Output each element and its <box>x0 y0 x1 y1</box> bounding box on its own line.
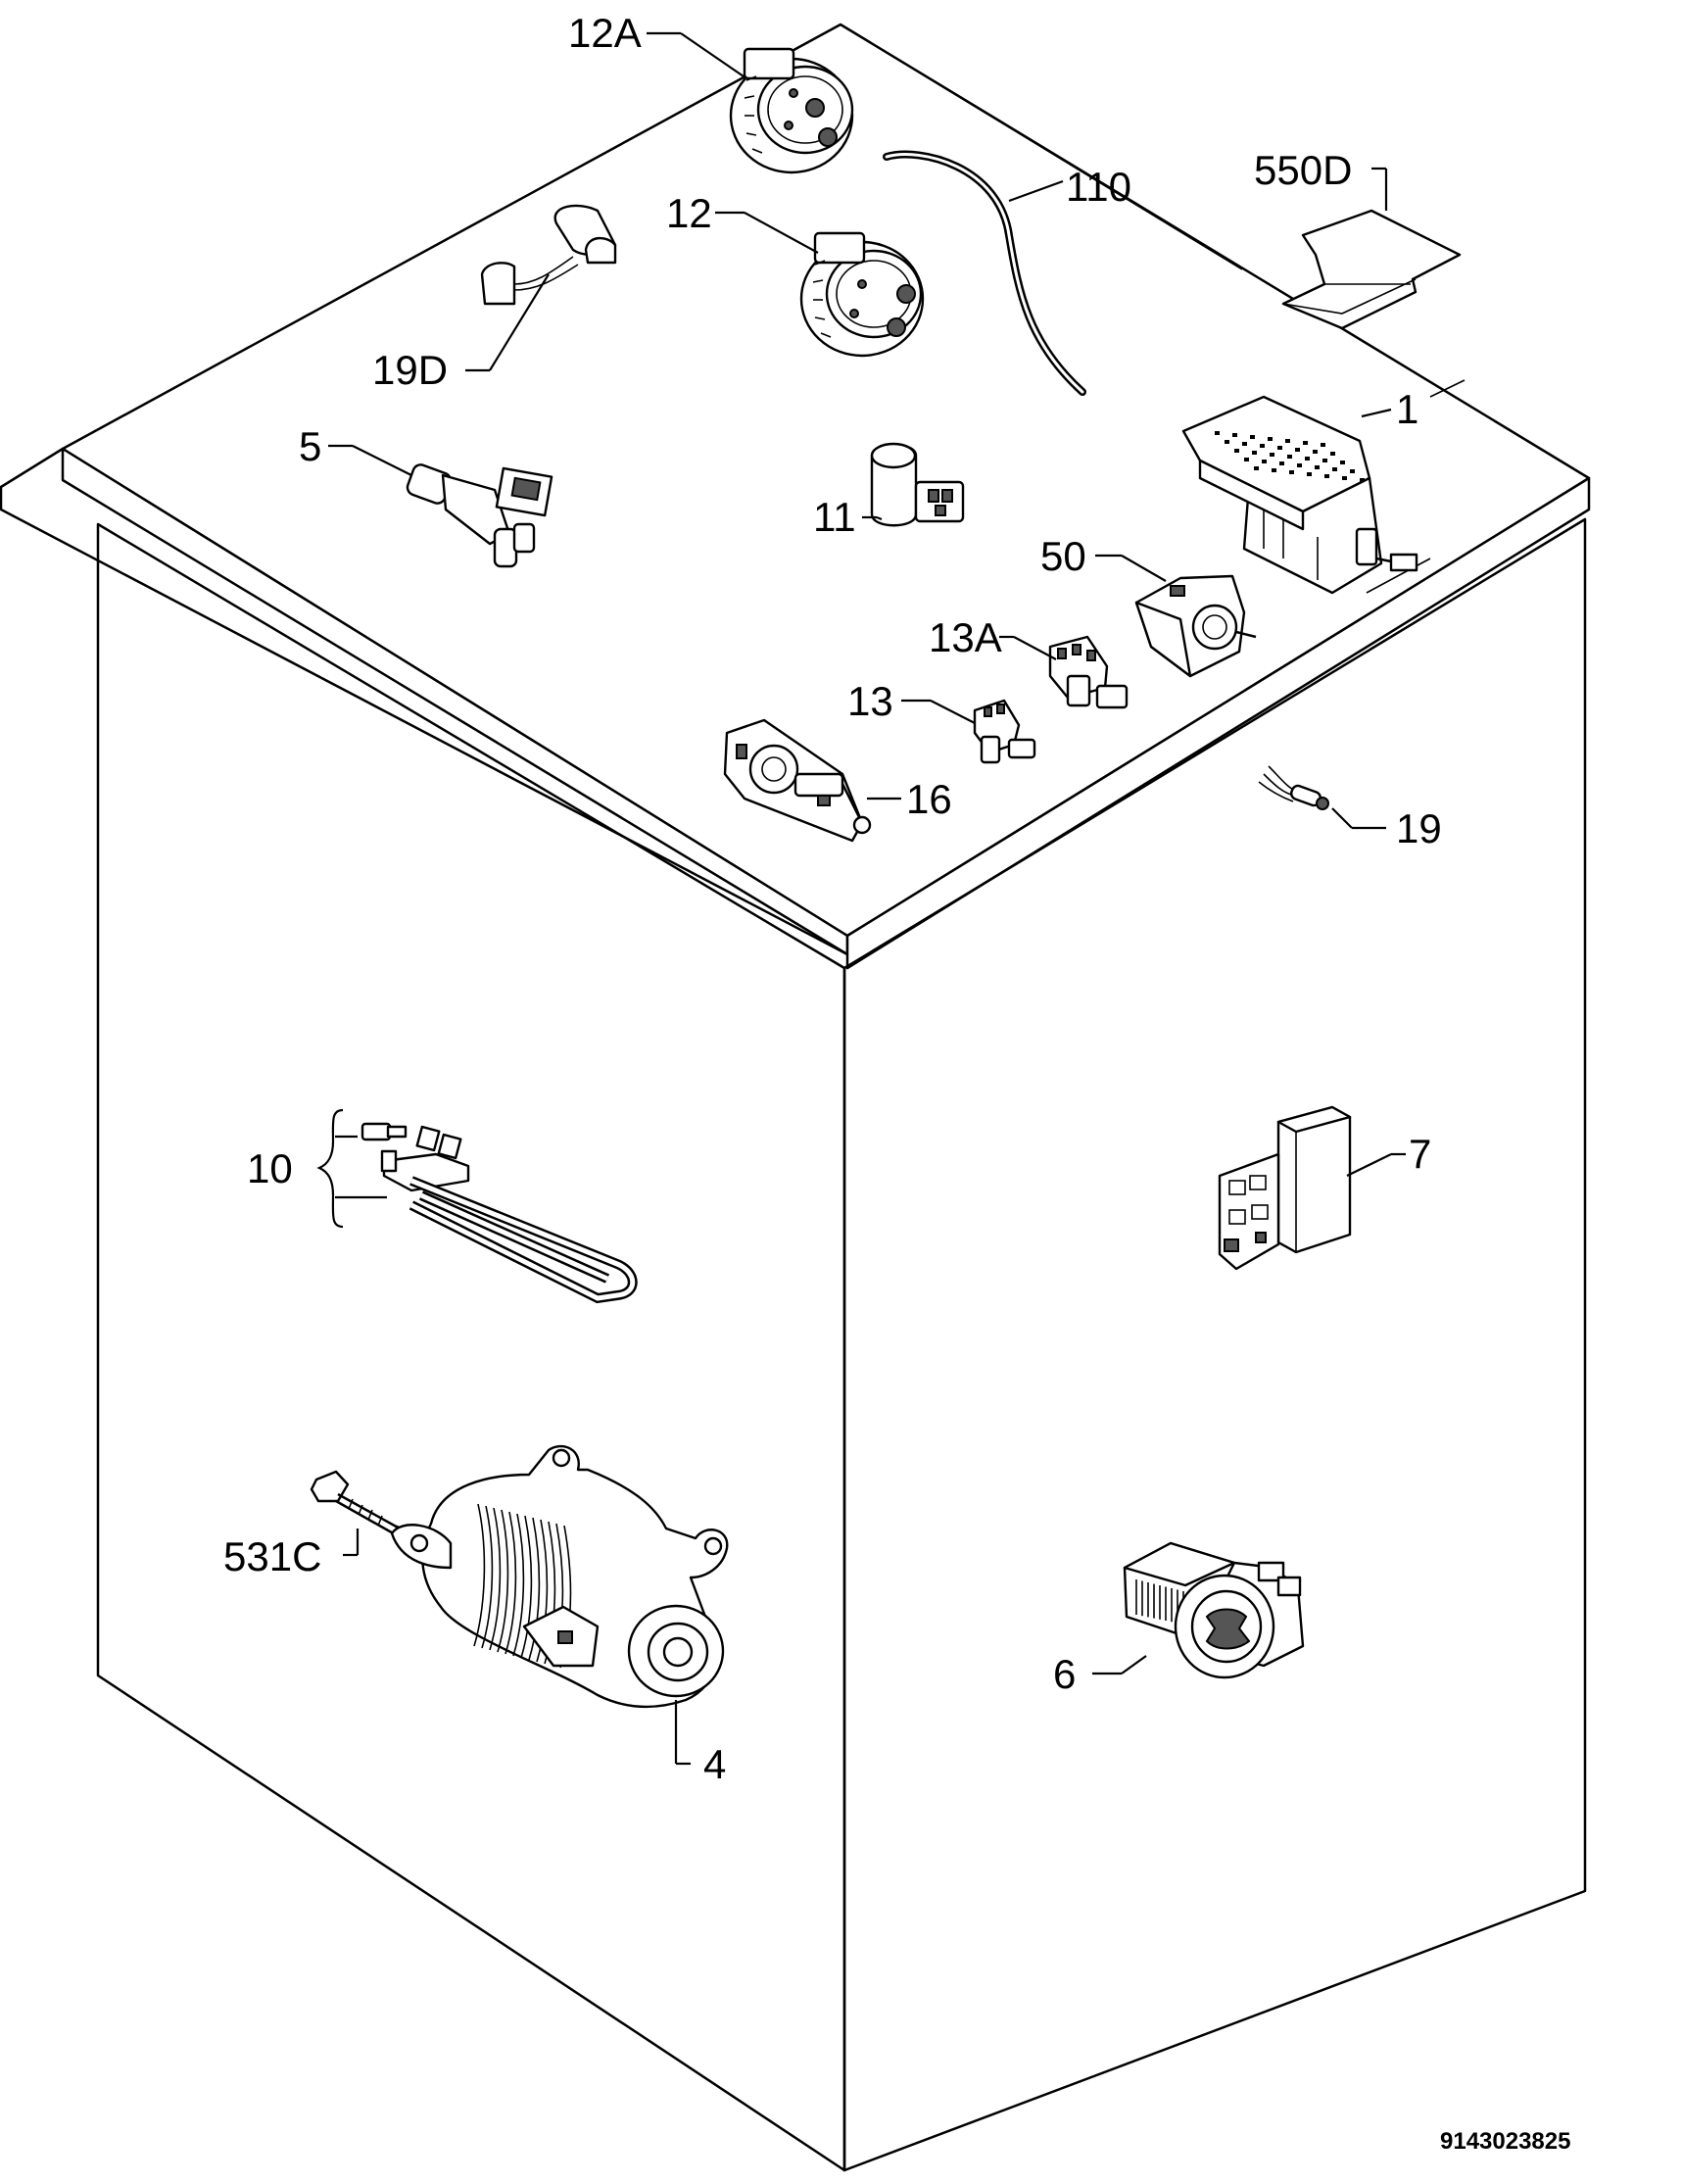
part-5-inlet-valve <box>406 463 553 568</box>
callout-13: 13 <box>847 678 893 724</box>
callout-labels: 12A 110 550D 12 19D 5 11 1 50 13A 13 16 … <box>223 10 1570 2155</box>
part-11-capacitor <box>870 442 965 527</box>
part-12-pressure-switch <box>799 231 925 358</box>
callout-550d: 550D <box>1254 147 1352 193</box>
callout-110: 110 <box>1066 164 1131 210</box>
callout-16: 16 <box>906 776 952 822</box>
part-19-sensor <box>1258 765 1329 810</box>
callout-12a: 12A <box>568 10 642 56</box>
part-531c-screw <box>310 1470 413 1540</box>
callout-6: 6 <box>1053 1651 1076 1697</box>
callout-11: 11 <box>813 494 856 540</box>
callout-531c: 531C <box>223 1533 321 1579</box>
part-10-heating-element <box>360 1122 638 1304</box>
part-1-control-module <box>1181 395 1418 595</box>
callout-12: 12 <box>666 190 712 236</box>
callout-7: 7 <box>1409 1131 1431 1177</box>
cabinet-body <box>0 23 1591 2172</box>
cabinet-top-front-left <box>0 447 849 956</box>
document-number: 9143023825 <box>1440 2128 1570 2155</box>
callout-5: 5 <box>299 423 321 469</box>
callout-50: 50 <box>1040 533 1086 579</box>
part-4-motor <box>390 1444 729 1709</box>
callout-13a: 13A <box>929 614 1002 660</box>
callout-4: 4 <box>703 1741 726 1787</box>
callout-10: 10 <box>247 1145 293 1191</box>
part-7-door-lock <box>1218 1105 1352 1271</box>
part-13-connector <box>973 699 1036 764</box>
cabinet-top-front-right <box>845 476 1591 970</box>
part-13a-connector <box>1048 635 1129 709</box>
part-19d-cable-clip <box>480 204 617 306</box>
part-6-switch <box>1123 1541 1305 1679</box>
part-16-switch <box>723 718 872 843</box>
callout-1: 1 <box>1396 386 1418 432</box>
callout-19d: 19D <box>372 347 448 393</box>
callout-19: 19 <box>1396 805 1442 851</box>
part-50-switch-bracket <box>1134 574 1257 678</box>
part-550d-plate <box>1281 209 1462 330</box>
cabinet-right-side <box>842 517 1587 2172</box>
leader-lines <box>316 31 1406 1766</box>
module-vent-holes <box>1215 431 1365 482</box>
part-12a-pressure-switch <box>729 47 854 174</box>
